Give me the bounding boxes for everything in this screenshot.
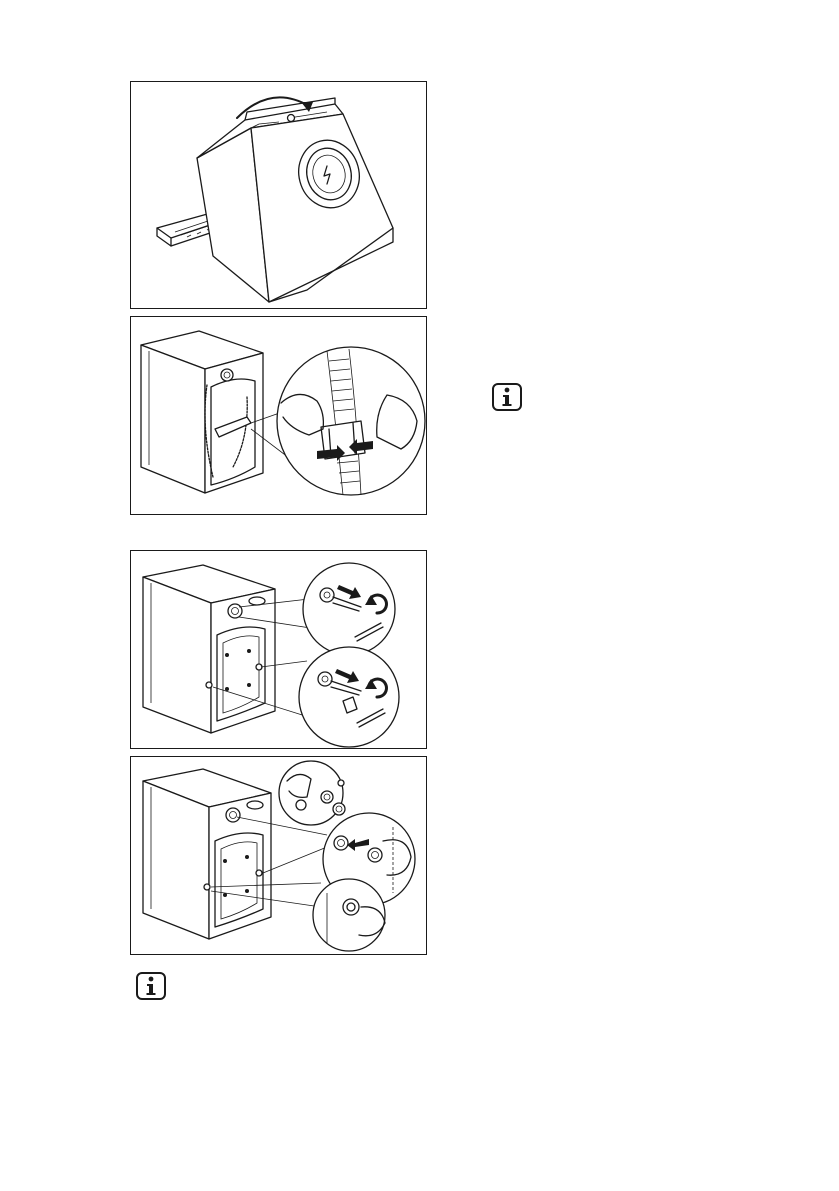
illustration-remove-transit-bolts (130, 550, 427, 749)
transit-bolts-drawing (131, 551, 426, 748)
info-icon (136, 972, 166, 1000)
illustration-machine-tilted (130, 81, 427, 309)
info-glyph (143, 976, 159, 996)
machine-tilted-drawing (131, 82, 426, 308)
plastic-caps-drawing (131, 757, 426, 954)
info-icon (492, 383, 522, 411)
hose-clips-drawing (131, 317, 426, 514)
info-glyph (499, 387, 515, 407)
illustration-insert-plastic-caps (130, 756, 427, 955)
illustration-remove-hose-clips (130, 316, 427, 515)
